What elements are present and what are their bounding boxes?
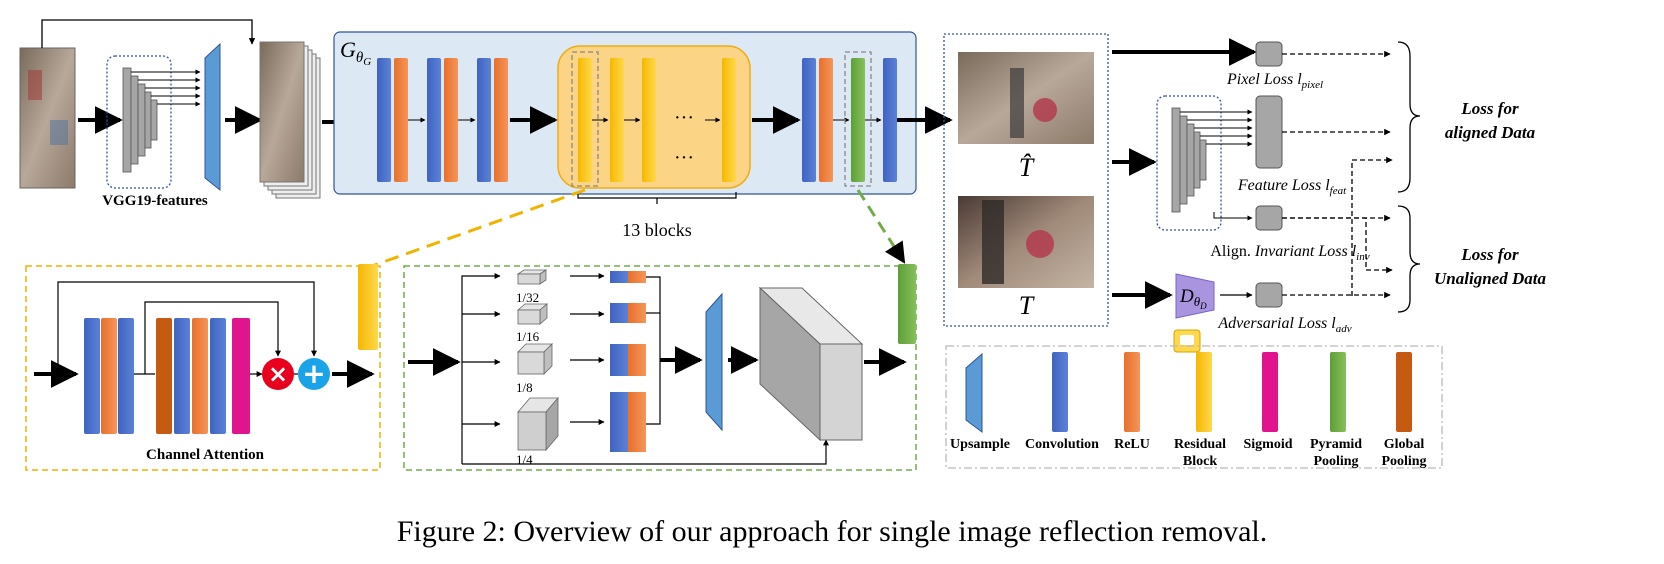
legend-panel — [945, 345, 1443, 469]
cube-1-8 — [517, 343, 553, 375]
residual-dots-1: ··· — [674, 107, 694, 129]
feature-loss-node — [1255, 95, 1283, 169]
invariant-loss-node — [1255, 205, 1283, 231]
stacked-features — [259, 41, 321, 199]
feature-vgg — [1156, 95, 1253, 231]
legend-label-sigmoid: Sigmoid — [1243, 437, 1292, 452]
channel-attention-panel — [25, 264, 381, 471]
legend-label-convolution: Convolution — [1025, 437, 1099, 452]
unaligned-group-line2: Unaligned Data — [1434, 269, 1546, 288]
output-panel — [943, 33, 1109, 327]
aligned-group-line1: Loss for — [1460, 99, 1519, 118]
vgg19-extractor — [106, 55, 201, 189]
adversarial-loss-label: Adversarial Loss ladv — [1217, 315, 1351, 335]
legend-label-upsample: Upsample — [950, 437, 1010, 452]
adversarial-loss-node — [1255, 282, 1283, 308]
legend-label-pyramid-1: Pyramid — [1310, 437, 1362, 452]
legend-label-global-2: Pooling — [1381, 454, 1426, 469]
brace-unaligned — [1397, 205, 1421, 313]
brace-aligned — [1397, 41, 1421, 193]
scale-1-8: 1/8 — [516, 380, 533, 395]
legend-convolution-swatch — [1052, 352, 1068, 432]
scale-1-4: 1/4 — [516, 452, 533, 467]
estimated-label: T̂ — [1019, 153, 1035, 182]
generator-label: GθG — [340, 37, 371, 68]
legend-label-global-1: Global — [1384, 437, 1425, 452]
upsample-shape — [204, 42, 221, 192]
skip-connection-arrow — [41, 19, 256, 48]
legend-label-residual-1: Residual — [1174, 437, 1226, 452]
scale-1-32: 1/32 — [516, 290, 539, 305]
inv-to-unaligned-route — [1282, 217, 1393, 274]
target-image — [958, 196, 1094, 288]
legend-sigmoid-swatch — [1262, 352, 1278, 432]
legend-relu-swatch — [1124, 352, 1140, 432]
legend-label-relu: ReLU — [1114, 437, 1150, 452]
invariant-loss-label: Align. Invariant Loss linv — [1210, 243, 1369, 263]
input-image — [19, 47, 76, 189]
generator-tail-blocks — [802, 51, 897, 187]
legend-label-residual-2: Block — [1183, 454, 1217, 469]
figure-caption: Figure 2: Overview of our approach for s… — [396, 515, 1268, 548]
pixel-loss-label: Pixel Loss lpixel — [1226, 71, 1323, 91]
discriminator-label: DθD — [1179, 286, 1207, 311]
unaligned-group-line1: Loss for — [1460, 245, 1519, 264]
scale-1-16: 1/16 — [516, 329, 540, 344]
zoom-line-residual — [371, 188, 586, 268]
vgg19-label: VGG19-features — [102, 193, 208, 209]
generator-conv-relu-blocks — [377, 58, 508, 182]
add-symbol: + — [302, 357, 325, 390]
estimated-image — [958, 52, 1094, 144]
pixel-loss-node — [1255, 41, 1283, 67]
discriminator-shape — [1175, 273, 1215, 319]
cube-1-32 — [516, 269, 548, 285]
residual-dots-2: ··· — [674, 147, 694, 169]
multiply-icon — [262, 358, 294, 390]
zoom-line-pyramid — [856, 189, 906, 264]
pyramid-pooling-panel — [403, 264, 917, 471]
channel-attention-label: Channel Attention — [146, 447, 265, 463]
cube-1-16 — [516, 303, 549, 325]
aligned-group-line2: aligned Data — [1445, 123, 1536, 142]
legend-label-pyramid-2: Pooling — [1313, 454, 1358, 469]
legend-global-swatch — [1396, 352, 1412, 432]
multiply-symbol: × — [268, 360, 288, 388]
comment-bubble-icon — [1173, 329, 1201, 353]
residual-count-label: 13 blocks — [622, 220, 692, 240]
add-icon — [298, 358, 330, 390]
legend-pyramid-swatch — [1330, 352, 1346, 432]
residual-group — [557, 45, 751, 189]
legend-residual-swatch — [1196, 352, 1212, 432]
adv-to-aligned-route — [1351, 156, 1393, 296]
feature-loss-label: Feature Loss lfeat — [1237, 177, 1347, 197]
legend-upsample-swatch — [965, 352, 983, 433]
cube-1-4 — [517, 396, 559, 452]
target-label: T — [1019, 291, 1035, 320]
